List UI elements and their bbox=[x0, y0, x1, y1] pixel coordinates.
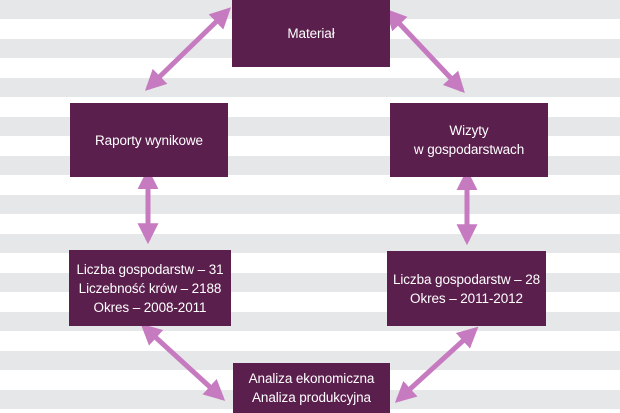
node-analysis-line-2: Analiza produkcyjna bbox=[252, 390, 371, 405]
node-stats-right-line-2: Okres – 2011-2012 bbox=[410, 290, 523, 306]
node-analysis-line-1: Analiza ekonomiczna bbox=[248, 371, 375, 386]
arrow-stats-left-analysis bbox=[140, 323, 226, 401]
node-visits: Wizyty w gospodarstwach bbox=[390, 103, 548, 177]
node-visits-line-2: w gospodarstwach bbox=[413, 142, 525, 157]
node-stats-left-line-1: Liczba gospodarstw – 31 bbox=[76, 261, 224, 277]
node-material: Materiał bbox=[232, 0, 390, 67]
node-stats-left: Liczba gospodarstw – 31 Liczebność krów … bbox=[69, 250, 231, 326]
node-reports-line-1: Raporty wynikowe bbox=[95, 132, 203, 148]
node-stats-left-line-3: Okres – 2008-2011 bbox=[93, 299, 207, 315]
node-visits-line-1: Wizyty bbox=[449, 123, 489, 138]
arrow-material-visits bbox=[385, 8, 465, 94]
node-stats-right-line-1: Liczba gospodarstw – 28 bbox=[392, 271, 541, 287]
node-material-line-1: Materiał bbox=[287, 26, 335, 41]
node-stats-right: Liczba gospodarstw – 28 Okres – 2011-201… bbox=[387, 251, 546, 326]
node-analysis: Analiza ekonomiczna Analiza produkcyjna bbox=[233, 363, 390, 413]
arrow-material-reports bbox=[144, 7, 232, 91]
node-reports: Raporty wynikowe bbox=[70, 103, 228, 177]
node-stats-left-line-2: Liczebność krów – 2188 bbox=[78, 280, 222, 296]
arrow-stats-right-analysis bbox=[394, 326, 479, 403]
